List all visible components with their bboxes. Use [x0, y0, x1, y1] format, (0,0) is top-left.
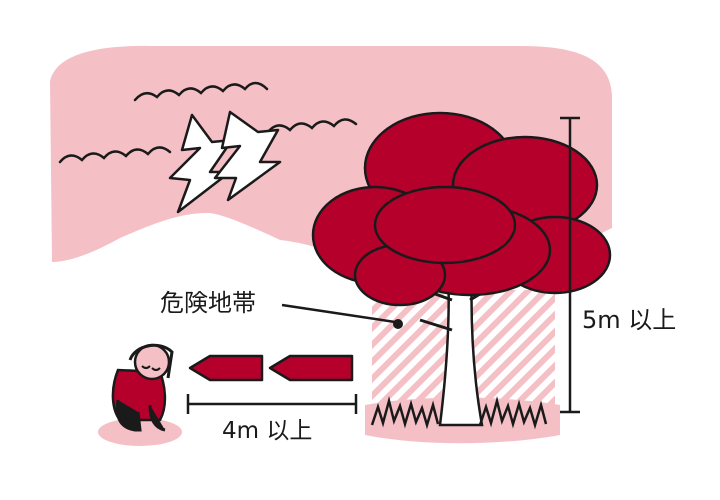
tree-icon: [311, 111, 612, 430]
tree-height-label: 5m 以上: [582, 306, 677, 334]
lightning-bolt-icon: [168, 110, 282, 214]
storm-cloud-icon: [58, 81, 358, 164]
safe-distance-label: 4m 以上: [222, 418, 313, 444]
crouching-person-icon: [98, 343, 182, 446]
distance-dimension-line: [186, 394, 358, 414]
danger-label-leader: [281, 303, 403, 329]
height-dimension-line: [560, 116, 580, 414]
danger-zone-label: 危険地帯: [160, 289, 256, 317]
arrow-left-icon: [188, 354, 354, 382]
